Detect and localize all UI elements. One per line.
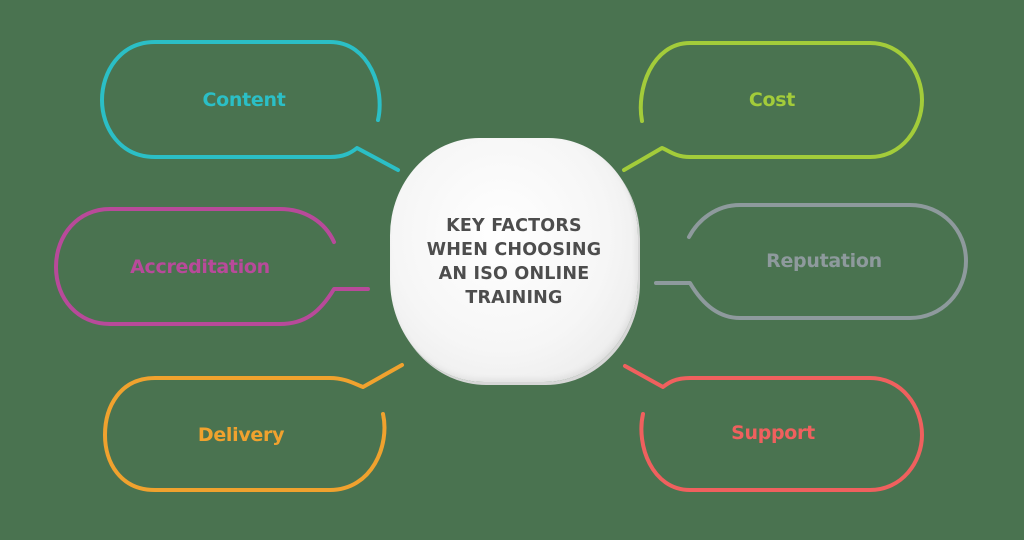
support-bubble-outline (623, 364, 924, 492)
factor-label-cost: Cost (748, 89, 796, 111)
factor-label-reputation: Reputation (766, 250, 882, 272)
accreditation-bubble-outline (54, 207, 370, 326)
content-bubble-outline (100, 40, 400, 172)
factor-label-accreditation: Accreditation (130, 256, 270, 278)
factor-label-support: Support (731, 422, 815, 444)
factor-label-delivery: Delivery (197, 424, 285, 446)
factor-label-content: Content (202, 89, 286, 111)
center-node: KEY FACTORS WHEN CHOOSING AN ISO ONLINE … (390, 138, 638, 382)
delivery-bubble-outline (103, 363, 404, 492)
cost-bubble-outline (622, 41, 924, 172)
reputation-bubble-outline (654, 203, 968, 320)
center-title: KEY FACTORS WHEN CHOOSING AN ISO ONLINE … (426, 216, 602, 308)
